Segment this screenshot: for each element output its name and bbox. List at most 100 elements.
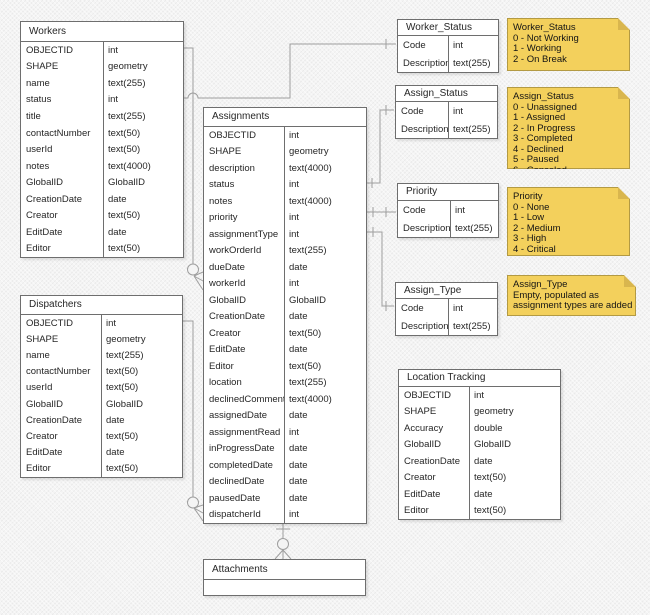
field-name: SHAPE (26, 61, 59, 73)
field-type: int (289, 278, 300, 290)
field-type: date (289, 344, 308, 356)
field-name: OBJECTID (209, 129, 256, 141)
note-line: 4 - Critical (513, 243, 556, 255)
field-name: Description (403, 57, 448, 69)
note-line: 0 - None (513, 201, 550, 213)
field-name: Description (401, 123, 448, 135)
field-type: date (289, 492, 308, 504)
field-name: Editor (209, 360, 234, 372)
field-name: Creator (209, 327, 241, 339)
entity-title: Worker_Status (398, 20, 498, 36)
note-line: 2 - On Break (513, 53, 567, 65)
entity-fields (204, 580, 365, 595)
field-name: CreationDate (26, 414, 82, 426)
field-name: assignmentType (209, 228, 279, 240)
field-name: SHAPE (26, 333, 59, 345)
field-type: date (474, 455, 493, 467)
field-type: text(255) (289, 245, 327, 257)
field-type: text(50) (108, 243, 141, 255)
note-fold-icon (618, 187, 630, 199)
field-name: Editor (26, 463, 51, 475)
field-type: text(255) (453, 123, 491, 135)
field-type: date (289, 459, 308, 471)
field-name: EditDate (26, 226, 63, 238)
field-type: geometry (474, 406, 514, 418)
field-type: date (474, 488, 493, 500)
field-type: text(50) (289, 360, 322, 372)
note-line: 3 - High (513, 233, 547, 244)
field-type: date (289, 311, 308, 323)
field-name: Creator (26, 430, 58, 442)
field-type: int (289, 426, 300, 438)
empty-row (204, 580, 365, 595)
note-line: assignment types are added (513, 300, 633, 311)
field-name: OBJECTID (26, 44, 73, 56)
field-type: date (108, 226, 127, 238)
field-name: priority (209, 212, 238, 224)
field-name: Description (401, 320, 448, 332)
field-type: text(255) (108, 110, 146, 122)
field-name: workOrderId (209, 245, 262, 257)
field-type: text(50) (108, 210, 141, 222)
field-type: int (289, 509, 300, 521)
note-line: 2 - Medium (513, 222, 561, 234)
entity-attachments: Attachments (203, 559, 366, 596)
field-type: text(255) (289, 377, 327, 389)
entity-title: Assign_Type (396, 283, 497, 299)
field-name: description (209, 162, 255, 174)
entity-title: Priority (398, 184, 498, 201)
field-row: workerId int (204, 276, 366, 293)
field-row: GlobalID GlobalID (21, 396, 182, 412)
field-name: workerId (209, 278, 246, 290)
field-type: int (474, 389, 485, 401)
field-type: int (289, 228, 300, 240)
note-line: 1 - Assigned (513, 112, 566, 123)
field-name: declinedDate (209, 476, 265, 488)
field-name: status (209, 179, 235, 191)
field-name: OBJECTID (404, 389, 451, 401)
field-name: location (209, 377, 242, 389)
field-type: text(50) (106, 463, 139, 475)
field-name: GlobalID (26, 398, 63, 410)
field-type: geometry (108, 61, 148, 73)
field-type: GlobalID (106, 398, 143, 410)
relation-workers-to-assignments (182, 47, 204, 291)
field-type: GlobalID (108, 177, 145, 189)
note-line: 4 - Declined (513, 143, 564, 155)
